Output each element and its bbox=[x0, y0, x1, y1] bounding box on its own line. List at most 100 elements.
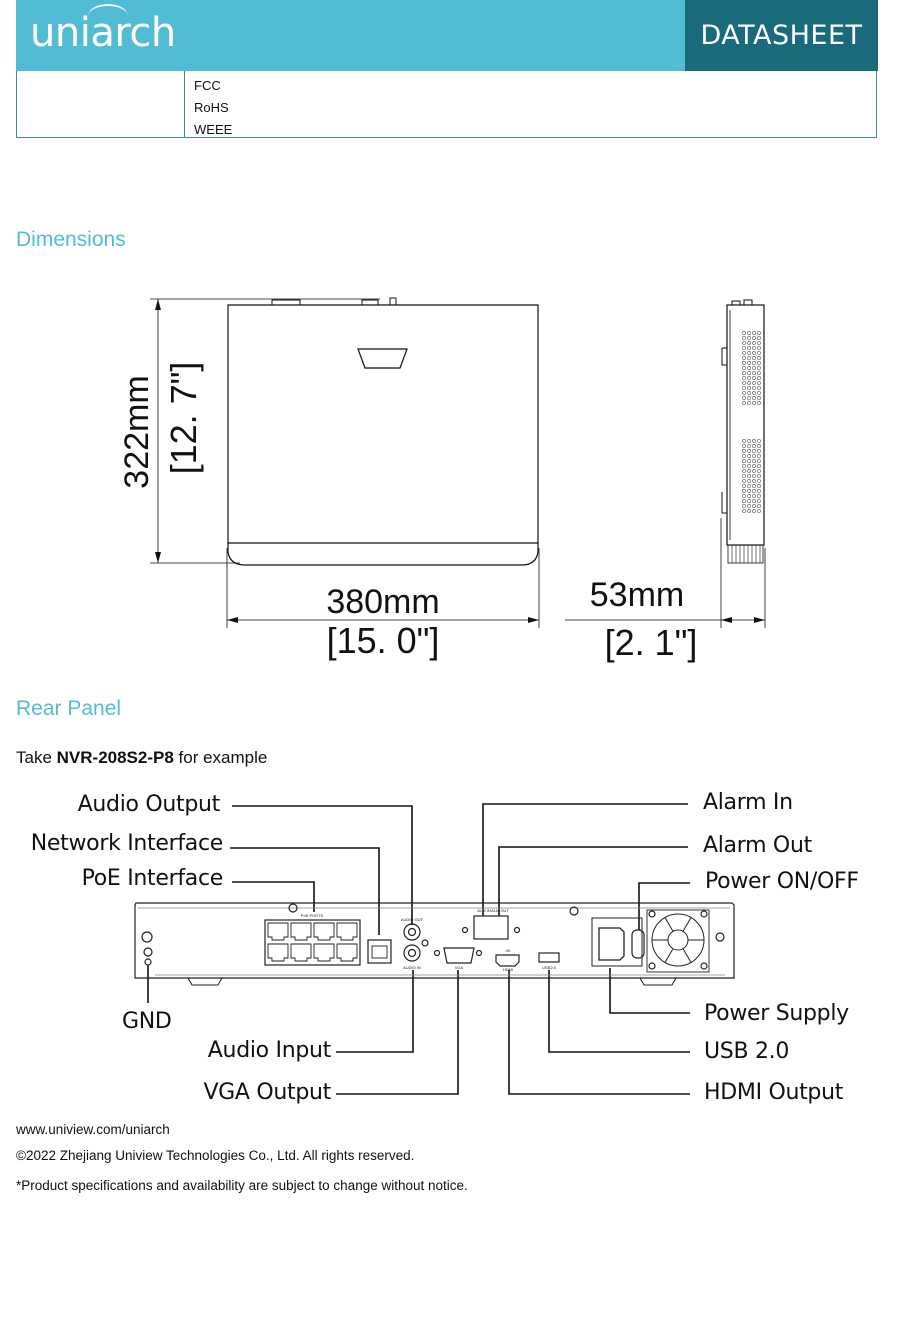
vent-hole bbox=[752, 346, 756, 350]
vent-hole bbox=[747, 356, 751, 360]
vent-hole bbox=[742, 494, 746, 498]
label-alarm-in: Alarm In bbox=[703, 790, 793, 815]
poe-port bbox=[267, 922, 289, 941]
vent-hole bbox=[752, 371, 756, 375]
vent-hole bbox=[747, 396, 751, 400]
alarm-terminal-block bbox=[473, 915, 509, 940]
label-power-onoff: Power ON/OFF bbox=[705, 869, 859, 894]
vent-hole bbox=[757, 494, 761, 498]
width-in-label: [15. 0"] bbox=[327, 620, 440, 661]
vent-hole bbox=[742, 376, 746, 380]
vent-hole bbox=[747, 391, 751, 395]
vent-hole bbox=[757, 381, 761, 385]
vent-hole bbox=[742, 479, 746, 483]
vent-hole bbox=[757, 454, 761, 458]
vent-hole bbox=[747, 474, 751, 478]
label-audio-output: Audio Output bbox=[77, 792, 221, 817]
height-in-label: [12. 7"] bbox=[163, 362, 204, 475]
side-view-body bbox=[726, 304, 765, 546]
vent-hole bbox=[752, 444, 756, 448]
vent-hole bbox=[752, 494, 756, 498]
vent-hole bbox=[747, 484, 751, 488]
poe-port bbox=[336, 943, 358, 962]
certifications-table: FCC RoHS WEEE bbox=[16, 71, 877, 138]
vent-hole bbox=[757, 386, 761, 390]
vent-hole bbox=[757, 464, 761, 468]
label-hdmi-output: HDMI Output bbox=[704, 1080, 844, 1105]
vent-hole bbox=[752, 381, 756, 385]
lan-port bbox=[367, 939, 392, 964]
poe-port bbox=[313, 922, 335, 941]
vent-hole bbox=[747, 401, 751, 405]
fan-blade bbox=[682, 948, 692, 963]
vent-hole bbox=[752, 489, 756, 493]
label-gnd: GND bbox=[122, 1009, 172, 1034]
4k-text: 4K bbox=[506, 948, 511, 953]
poe-ports-text: PoE PORTS bbox=[301, 913, 324, 918]
vent-hole bbox=[752, 391, 756, 395]
vent-hole bbox=[752, 351, 756, 355]
vent-hole bbox=[757, 356, 761, 360]
vent-hole bbox=[747, 449, 751, 453]
vent-hole bbox=[752, 366, 756, 370]
vent-hole bbox=[747, 331, 751, 335]
vent-hole bbox=[747, 386, 751, 390]
vga-port bbox=[443, 947, 475, 964]
vent-hole bbox=[757, 444, 761, 448]
vent-hole bbox=[757, 474, 761, 478]
model-name: NVR-208S2-P8 bbox=[56, 748, 174, 767]
label-usb: USB 2.0 bbox=[704, 1039, 790, 1064]
poe-ports bbox=[267, 922, 358, 962]
depth-in-label: [2. 1"] bbox=[605, 622, 698, 663]
vent-hole bbox=[742, 366, 746, 370]
vent-hole bbox=[742, 439, 746, 443]
fan-blade bbox=[664, 948, 674, 963]
vent-hole bbox=[742, 449, 746, 453]
vent-hole bbox=[757, 366, 761, 370]
vent-hole bbox=[742, 381, 746, 385]
vent-hole bbox=[757, 361, 761, 365]
poe-port bbox=[290, 922, 312, 941]
vent-hole bbox=[757, 376, 761, 380]
gnd-terminal-icon bbox=[143, 947, 153, 957]
vent-hole bbox=[747, 459, 751, 463]
leader-alarm-out bbox=[498, 846, 688, 916]
vent-hole bbox=[752, 396, 756, 400]
cert-item: WEEE bbox=[194, 122, 233, 137]
vent-hole bbox=[742, 371, 746, 375]
alarm-out-text: ALM OUT bbox=[491, 908, 509, 913]
leader-network bbox=[230, 847, 380, 935]
vent-hole bbox=[747, 371, 751, 375]
vent-hole bbox=[757, 401, 761, 405]
leader-power-onoff bbox=[638, 882, 690, 930]
vent-hole bbox=[752, 449, 756, 453]
vent-hole bbox=[752, 459, 756, 463]
vent-hole bbox=[742, 444, 746, 448]
label-vga-output: VGA Output bbox=[203, 1080, 331, 1105]
label-network-interface: Network Interface bbox=[30, 831, 224, 856]
vent-hole bbox=[742, 331, 746, 335]
poe-port bbox=[267, 943, 289, 962]
power-socket bbox=[598, 927, 625, 961]
vent-hole bbox=[742, 504, 746, 508]
vent-hole bbox=[742, 454, 746, 458]
vent-hole bbox=[742, 336, 746, 340]
footer-url[interactable]: www.uniview.com/uniarch bbox=[16, 1122, 170, 1137]
vent-hole bbox=[752, 469, 756, 473]
vent-hole bbox=[747, 346, 751, 350]
vent-hole bbox=[752, 361, 756, 365]
vent-hole bbox=[742, 361, 746, 365]
vent-hole bbox=[747, 499, 751, 503]
depth-mm-label: 53mm bbox=[590, 576, 684, 614]
top-view-body bbox=[227, 304, 539, 544]
certifications-list: FCC RoHS WEEE bbox=[194, 75, 232, 141]
leader-audio-output bbox=[232, 805, 413, 925]
rear-panel-drawing: PoE PORTS AUDIO OUT AUDIO IN VGA HDMI US… bbox=[134, 803, 735, 1095]
dimensions-title: Dimensions bbox=[16, 228, 126, 251]
width-mm-label: 380mm bbox=[326, 583, 439, 621]
poe-port bbox=[290, 943, 312, 962]
power-inlet-plate bbox=[591, 917, 643, 967]
leader-audio-input bbox=[336, 970, 414, 1053]
top-view-front bbox=[227, 543, 539, 566]
vent-hole bbox=[742, 484, 746, 488]
